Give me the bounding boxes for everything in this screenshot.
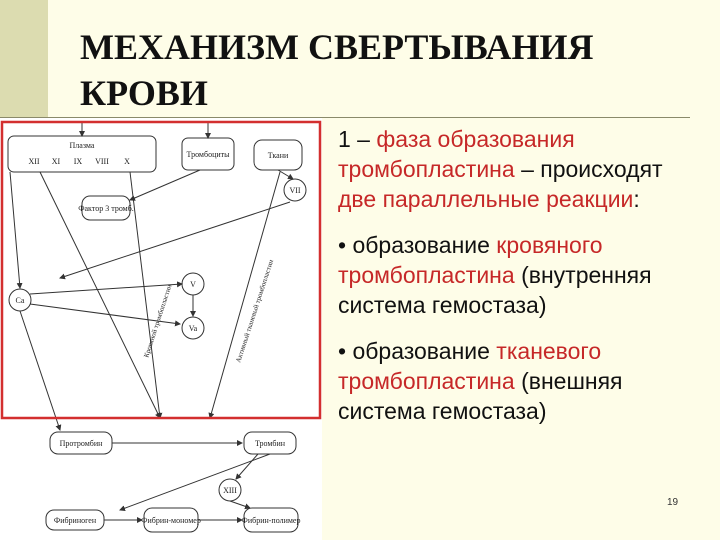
p3-external: (внешняя система гемостаза) xyxy=(338,368,623,424)
fibrin-polymer-node: Фибрин-полимер xyxy=(242,507,301,533)
slide-title: МЕХАНИЗМ СВЕРТЫВАНИЯ КРОВИ xyxy=(80,24,700,116)
diagram-edges xyxy=(9,122,294,523)
platelet-factor-label: Фактор 3 тромб. xyxy=(78,204,134,213)
title-divider xyxy=(0,117,690,118)
ca-node: Ca xyxy=(8,288,32,312)
fibrin-polymer-label: Фибрин-полимер xyxy=(242,516,301,525)
factor-xi: XI xyxy=(52,157,61,166)
prothrombin-node: Протромбин xyxy=(49,431,113,455)
factor-ix: IX xyxy=(74,157,83,166)
prothrombin-label: Протромбин xyxy=(60,439,104,448)
fibrin-monomer-node: Фибрин-мономер xyxy=(141,507,201,533)
p1-thromboplastin: тромбопластина xyxy=(338,156,515,182)
blood-thromboplastin-label: Кровяной тромбопластин xyxy=(142,283,173,358)
vii-node: VII xyxy=(283,178,307,202)
plasma-label: Плазма xyxy=(70,141,95,150)
factor-xii: XII xyxy=(28,157,39,166)
p1-colon: : xyxy=(633,186,640,212)
title-line-2: КРОВИ xyxy=(80,73,208,113)
xiii-node: XIII xyxy=(218,478,242,502)
corner-decoration xyxy=(0,0,48,118)
paragraph-phase-1: 1 – фаза образования тромбопластина – про… xyxy=(338,124,698,214)
fibrinogen-node: Фибриноген xyxy=(45,509,105,531)
platelets-label: Тромбоциты xyxy=(187,150,231,159)
p1-occur: – происходят xyxy=(514,156,663,182)
factor-viii: VIII xyxy=(95,157,109,166)
factor-x: X xyxy=(124,157,130,166)
vii-label: VII xyxy=(289,186,300,195)
p2-blood: кровяного тромбопластина xyxy=(338,232,603,288)
ca-label: Ca xyxy=(16,296,25,305)
platelet-factor-node: Фактор 3 тромб. xyxy=(78,195,134,221)
p2-bullet: • образование xyxy=(338,232,497,258)
title-line-1: МЕХАНИЗМ СВЕРТЫВАНИЯ xyxy=(80,27,594,67)
fibrinogen-label: Фибриноген xyxy=(54,516,97,525)
paragraph-tissue: • образование тканевого тромбопластина (… xyxy=(338,336,698,426)
p3-bullet: • образование xyxy=(338,338,497,364)
plasma-node: Плазма XII XI IX VIII X xyxy=(7,135,157,173)
fibrin-monomer-label: Фибрин-мономер xyxy=(141,516,201,525)
highlight-frame xyxy=(0,120,322,420)
slide-number: 19 xyxy=(667,497,679,508)
p1-number: 1 – xyxy=(338,126,377,152)
v-label: V xyxy=(190,280,196,289)
xiii-label: XIII xyxy=(223,486,237,495)
platelets-node: Тромбоциты xyxy=(181,137,235,171)
tissue-label: Ткани xyxy=(268,151,289,160)
va-label: Va xyxy=(189,324,198,333)
thrombin-node: Тромбин xyxy=(243,431,297,455)
tissue-node: Ткани xyxy=(253,139,303,171)
coagulation-diagram: Плазма XII XI IX VIII X Тромбоциты Ткани… xyxy=(0,118,322,540)
p1-phase: фаза образования xyxy=(376,126,575,152)
p2-internal: (внутренняя система гемостаза) xyxy=(338,262,652,318)
paragraph-blood: • образование кровяного тромбопластина (… xyxy=(338,230,698,320)
v-node: V xyxy=(181,272,205,296)
text-panel: 1 – фаза образования тромбопластина – про… xyxy=(338,124,698,442)
p3-tissue: тканевого тромбопластина xyxy=(338,338,602,394)
thrombin-label: Тромбин xyxy=(255,439,286,448)
p1-reactions: две параллельные реакции xyxy=(338,186,634,212)
va-node: Va xyxy=(181,316,205,340)
